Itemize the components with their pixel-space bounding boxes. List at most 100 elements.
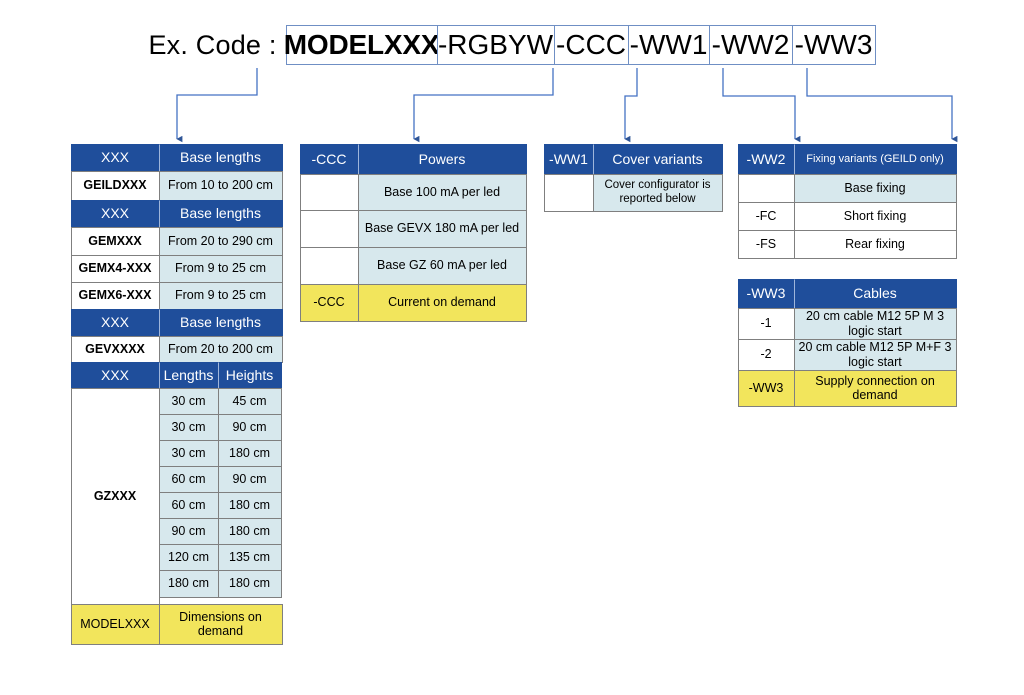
model-desc: From 10 to 200 cm [158, 170, 283, 201]
code-segment-ww2[interactable]: -WW2 [708, 25, 793, 65]
cables-header-desc: Cables [793, 278, 957, 309]
wire-cables [806, 68, 958, 143]
cover-code [543, 173, 594, 212]
code-segment-power[interactable]: -CCC [553, 25, 629, 65]
model-code: GEMX4-XXX [70, 254, 160, 283]
example-code-row: Ex. Code : MODELXXX -RGBYW -CCC -WW1 -WW… [0, 22, 1024, 68]
models-group-code-3: XXX [70, 308, 160, 337]
dim-height: 180 cm [217, 439, 282, 467]
model-code: GEILDXXX [70, 170, 160, 201]
models-group-desc-1: Base lengths [158, 143, 283, 172]
fixing-desc: Base fixing [793, 173, 957, 203]
cover-desc: Cover configurator is reported below [592, 173, 723, 212]
powers-table: -CCC Powers Base 100 mA per led Base GEV… [299, 143, 528, 322]
model-desc: From 20 to 290 cm [158, 226, 283, 256]
models-group-desc-3: Base lengths [158, 308, 283, 337]
wire-power [413, 68, 554, 143]
fixing-desc: Short fixing [793, 201, 957, 231]
cables-on-demand-code: -WW3 [737, 369, 795, 407]
table-row: -WW3 Supply connection on demand [737, 369, 958, 407]
dim-header-code: XXX [70, 361, 160, 389]
fixing-code: -FS [737, 229, 795, 259]
code-segment-ww3[interactable]: -WW3 [791, 25, 876, 65]
table-row: XXX Base lengths [70, 308, 284, 337]
table-row: 30 cm 180 cm [158, 439, 283, 467]
models-on-demand-desc: Dimensions on demand [158, 603, 283, 645]
table-row: -CCC Powers [299, 143, 528, 175]
models-table: XXX Base lengths GEILDXXX From 10 to 200… [70, 143, 284, 645]
cables-header-code: -WW3 [737, 278, 795, 309]
cable-code: -2 [737, 338, 795, 371]
table-row: GEMX6-XXX From 9 to 25 cm [70, 281, 284, 310]
table-row: 60 cm 90 cm [158, 465, 283, 493]
model-code: GEMXXX [70, 226, 160, 256]
power-desc: Base GEVX 180 mA per led [357, 209, 527, 248]
power-desc: Base 100 mA per led [357, 173, 527, 211]
table-row: 180 cm 180 cm [158, 569, 283, 598]
table-row: 90 cm 180 cm [158, 517, 283, 545]
power-code [299, 246, 359, 285]
dim-height: 90 cm [217, 465, 282, 493]
fixing-header-desc: Fixing variants (GEILD only) [793, 143, 957, 175]
table-row: GEMX4-XXX From 9 to 25 cm [70, 254, 284, 283]
dim-height: 180 cm [217, 569, 282, 598]
dim-header-lengths: Lengths [158, 361, 219, 389]
dim-length: 60 cm [158, 491, 219, 519]
powers-on-demand-code: -CCC [299, 283, 359, 322]
table-row: -FC Short fixing [737, 201, 958, 231]
power-code [299, 209, 359, 248]
table-row: GEILDXXX From 10 to 200 cm [70, 170, 284, 201]
wire-fixing [722, 68, 801, 143]
models-group-code-1: XXX [70, 143, 160, 172]
table-row: -WW1 Cover variants [543, 143, 724, 175]
dim-length: 90 cm [158, 517, 219, 545]
dim-length: 60 cm [158, 465, 219, 493]
table-row: 60 cm 180 cm [158, 491, 283, 519]
dim-height: 45 cm [217, 387, 282, 415]
dim-length: 30 cm [158, 413, 219, 441]
table-row: 120 cm 135 cm [158, 543, 283, 571]
table-row: MODELXXX Dimensions on demand [70, 603, 284, 645]
table-row: GEMXXX From 20 to 290 cm [70, 226, 284, 256]
model-desc: From 9 to 25 cm [158, 254, 283, 283]
fixing-code: -FC [737, 201, 795, 231]
cable-desc: 20 cm cable M12 5P M 3 logic start [793, 307, 957, 340]
powers-on-demand-desc: Current on demand [357, 283, 527, 322]
example-code-label: Ex. Code : [148, 29, 277, 60]
table-row: -WW3 Cables [737, 278, 958, 309]
table-row: -1 20 cm cable M12 5P M 3 logic start [737, 307, 958, 340]
dim-height: 90 cm [217, 413, 282, 441]
dim-height: 180 cm [217, 491, 282, 519]
cable-desc: 20 cm cable M12 5P M+F 3 logic start [793, 338, 957, 371]
fixing-header-code: -WW2 [737, 143, 795, 175]
table-row: -CCC Current on demand [299, 283, 528, 322]
table-row: -2 20 cm cable M12 5P M+F 3 logic start [737, 338, 958, 371]
model-code: GEMX6-XXX [70, 281, 160, 310]
cables-table: -WW3 Cables -1 20 cm cable M12 5P M 3 lo… [737, 278, 958, 407]
dim-height: 135 cm [217, 543, 282, 571]
table-row: 30 cm 45 cm [158, 387, 283, 415]
dim-length: 120 cm [158, 543, 219, 571]
dim-length: 30 cm [158, 439, 219, 467]
models-group-code-2: XXX [70, 199, 160, 228]
wire-cover [624, 68, 638, 143]
table-row: Base GEVX 180 mA per led [299, 209, 528, 248]
table-row: Base GZ 60 mA per led [299, 246, 528, 285]
table-row: 30 cm 90 cm [158, 413, 283, 441]
dim-height: 180 cm [217, 517, 282, 545]
powers-header-desc: Powers [357, 143, 527, 175]
models-group-desc-2: Base lengths [158, 199, 283, 228]
table-row: XXX Base lengths [70, 143, 284, 172]
table-row: -WW2 Fixing variants (GEILD only) [737, 143, 958, 175]
power-desc: Base GZ 60 mA per led [357, 246, 527, 285]
model-code: GEVXXXX [70, 335, 160, 363]
cover-header-desc: Cover variants [592, 143, 723, 175]
fixing-code [737, 173, 795, 203]
table-row: XXX Base lengths [70, 199, 284, 228]
code-segment-color[interactable]: -RGBYW [436, 25, 555, 65]
code-segment-model[interactable]: MODELXXX [284, 25, 439, 65]
powers-header-code: -CCC [299, 143, 359, 175]
code-segment-ww1[interactable]: -WW1 [627, 25, 710, 65]
table-row: GEVXXXX From 20 to 200 cm [70, 335, 284, 363]
